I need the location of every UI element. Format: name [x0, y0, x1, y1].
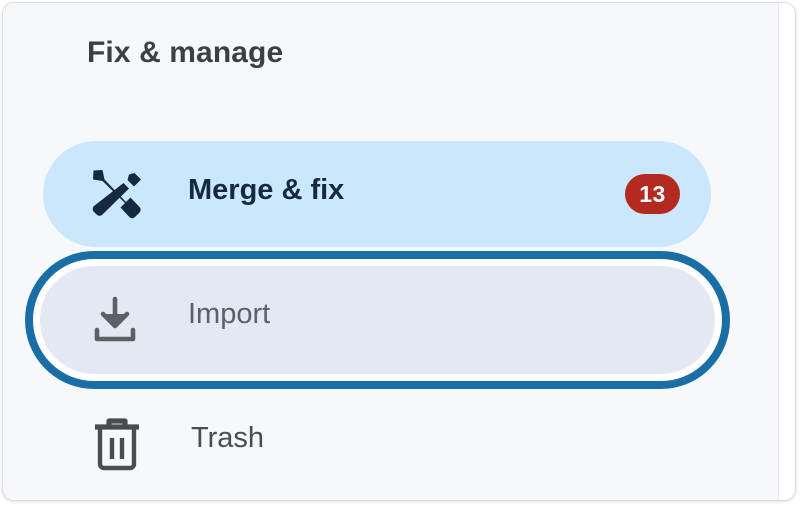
sidebar-item-merge-fix[interactable]: Merge & fix 13 — [43, 141, 711, 247]
adjacent-panel-gutter — [780, 3, 795, 500]
fix-and-manage-nav-panel: Fix & manage Merge & fix 13 — [3, 3, 779, 500]
sidebar-item-label: Merge & fix — [188, 174, 345, 206]
download-import-icon — [90, 295, 140, 345]
page-title: Fix & manage — [87, 36, 284, 69]
tools-hammer-screwdriver-icon — [90, 169, 142, 219]
trash-can-icon — [91, 415, 143, 471]
sidebar-item-label: Import — [188, 298, 271, 330]
sidebar-item-label: Trash — [191, 422, 265, 454]
sidebar-item-trash[interactable]: Trash — [43, 398, 711, 488]
status-badge: 13 — [625, 174, 680, 214]
sidebar-item-import[interactable]: Import — [40, 266, 715, 374]
